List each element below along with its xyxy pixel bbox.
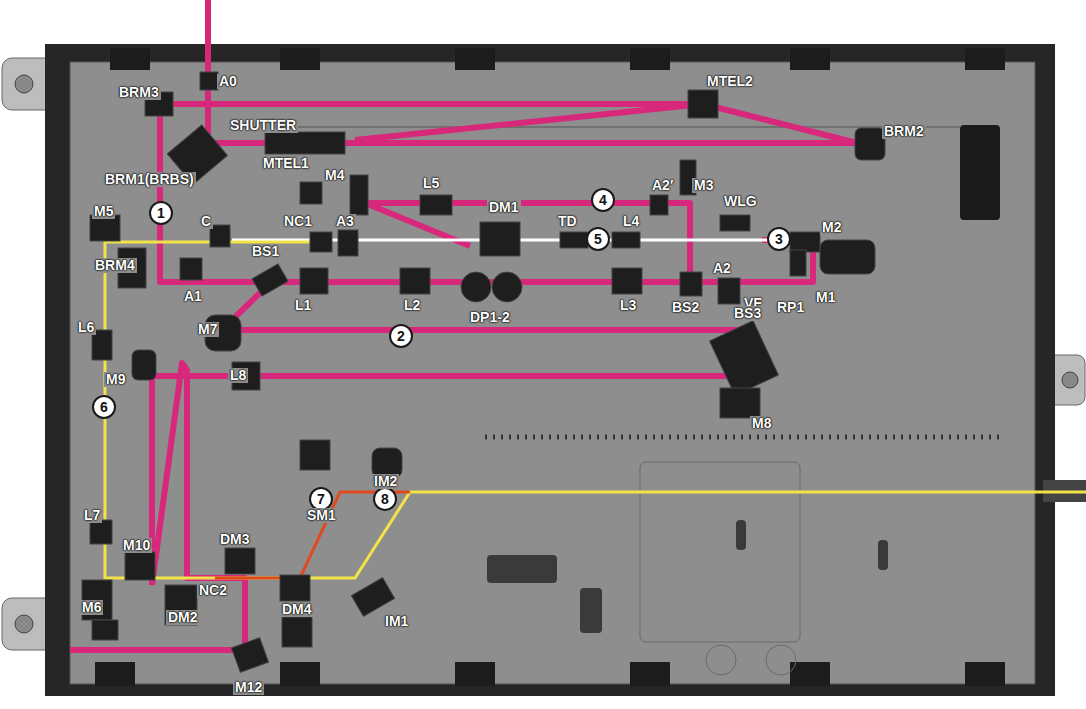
part-label: L6: [76, 320, 96, 335]
part-label: DP1-2: [468, 310, 512, 325]
part-label: RP1: [775, 300, 806, 315]
callout-number: 4: [591, 188, 615, 212]
part-label: SHUTTER: [228, 118, 298, 133]
part-label: MTEL2: [705, 74, 755, 89]
part-label: MTEL1: [261, 156, 311, 171]
part-label: M6: [80, 600, 103, 615]
callout-text: 7: [317, 491, 325, 507]
part-label: L1: [293, 298, 313, 313]
part-label: L4: [621, 214, 641, 229]
part-label: BS1: [250, 244, 281, 259]
callout-number: 2: [389, 324, 413, 348]
part-label: M1: [814, 290, 837, 305]
part-label: A2′: [650, 178, 675, 193]
part-label: A3: [334, 214, 356, 229]
part-label: DM1: [487, 200, 521, 215]
part-label: M2: [820, 220, 843, 235]
callout-text: 6: [100, 399, 108, 415]
callout-number: 8: [373, 487, 397, 511]
part-label: L5: [421, 176, 441, 191]
part-label: M8: [750, 416, 773, 431]
callout-number: 6: [92, 395, 116, 419]
part-label: DM2: [166, 610, 200, 625]
part-label: NC2: [197, 583, 229, 598]
part-label: SM1: [305, 508, 338, 523]
part-label: L7: [82, 508, 102, 523]
part-label: A0: [217, 74, 239, 89]
part-label: M5: [92, 204, 115, 219]
part-label: DM4: [280, 602, 314, 617]
callout-text: 3: [775, 231, 783, 247]
part-label: M10: [121, 538, 152, 553]
part-label: WLG: [722, 194, 759, 209]
part-label: BS2: [670, 300, 701, 315]
callout-text: 2: [397, 328, 405, 344]
callout-text: 8: [381, 491, 389, 507]
part-label: BRM3: [117, 85, 161, 100]
part-label: L2: [402, 298, 422, 313]
part-label: L3: [618, 298, 638, 313]
part-label: M4: [323, 168, 346, 183]
part-label: NC1: [282, 214, 314, 229]
part-label: A2: [711, 261, 733, 276]
part-label: M12: [233, 680, 264, 695]
part-label: IM1: [383, 614, 410, 629]
part-label: TD: [556, 214, 579, 229]
part-label: BRM2: [882, 124, 926, 139]
callout-text: 1: [157, 205, 165, 221]
part-label: BRM1(BRBS): [103, 172, 196, 187]
part-label: M7: [196, 322, 219, 337]
part-label: M3: [692, 178, 715, 193]
callout-text: 5: [594, 231, 602, 247]
callout-number: 1: [149, 201, 173, 225]
callout-text: 4: [599, 192, 607, 208]
part-label: DM3: [218, 532, 252, 547]
part-label: IM2: [372, 474, 399, 489]
part-label: M9: [104, 372, 127, 387]
callout-number: 5: [586, 227, 610, 251]
part-label: L8: [228, 368, 248, 383]
part-label: A1: [182, 289, 204, 304]
callout-number: 3: [767, 227, 791, 251]
part-label: BS3: [732, 306, 763, 321]
part-label: C: [199, 214, 213, 229]
part-label: BRM4: [93, 258, 137, 273]
